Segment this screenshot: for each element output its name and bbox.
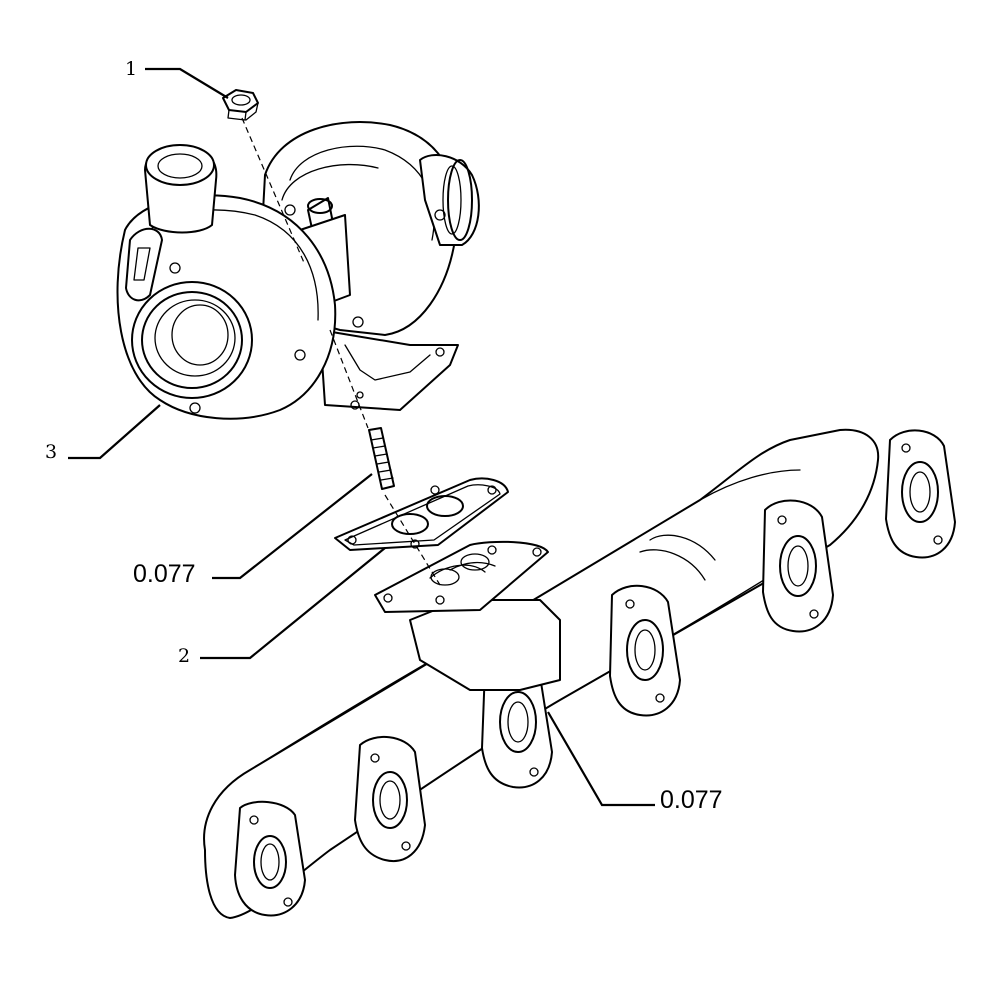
manifold-port-1 bbox=[234, 800, 306, 917]
callout-1: 1 bbox=[125, 58, 229, 99]
turbocharger bbox=[116, 121, 480, 420]
callout-2-label: 2 bbox=[178, 645, 190, 667]
manifold-port-4 bbox=[609, 584, 681, 717]
callout-3: 3 bbox=[45, 404, 161, 463]
callout-3-label: 3 bbox=[45, 441, 57, 463]
manifold-port-2 bbox=[354, 735, 426, 863]
callout-ref-stud-label: 0.077 bbox=[133, 560, 196, 588]
callout-ref-stud: 0.077 bbox=[133, 473, 373, 588]
assembly-axis bbox=[241, 117, 441, 586]
stud bbox=[368, 427, 395, 490]
callout-1-label: 1 bbox=[125, 58, 137, 80]
manifold-port-5 bbox=[762, 499, 834, 633]
callout-ref-manifold: 0.077 bbox=[547, 711, 723, 814]
callout-2: 2 bbox=[178, 547, 386, 667]
callout-ref-manifold-label: 0.077 bbox=[660, 786, 723, 814]
gasket bbox=[334, 477, 509, 551]
exhaust-manifold bbox=[203, 428, 956, 919]
manifold-port-6 bbox=[885, 429, 956, 559]
nut bbox=[222, 89, 259, 121]
